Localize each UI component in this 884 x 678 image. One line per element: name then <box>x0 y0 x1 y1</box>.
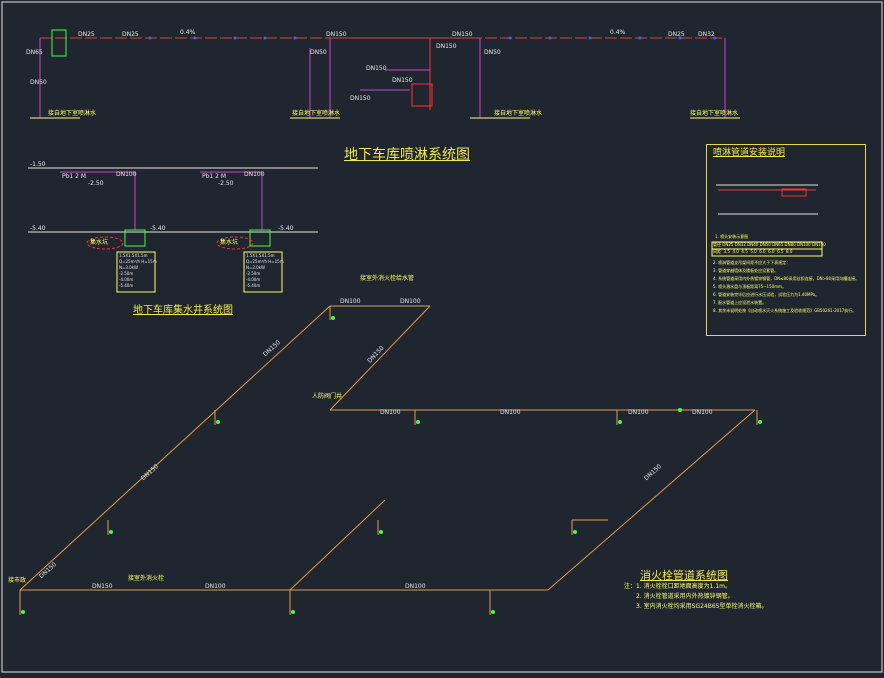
sump-system <box>28 167 318 293</box>
pipe-label: DN150 <box>350 95 371 102</box>
spec-line: -4.00m <box>119 277 134 282</box>
pipe-label: DN25 <box>668 31 685 38</box>
spec-line: N=3.0kW <box>246 265 265 270</box>
elev-label: -5.40 <box>278 225 294 232</box>
level-label: -1.50 <box>30 161 46 168</box>
pipe-label: DN100 <box>628 409 649 416</box>
install-table-row: 间距 3.5 4.0 4.5 5.0 6.0 6.0 6.5 8.0 <box>713 249 793 254</box>
pipe-label: DN100 <box>692 409 713 416</box>
pipe-label: DN150 <box>366 65 387 72</box>
elev-label: -2.50 <box>88 180 104 187</box>
hydrant-title: 消火栓管道系统图 <box>640 569 728 582</box>
spec-line: -2.50m <box>119 271 134 276</box>
install-note-line: 4. 系统管道采用内外热镀锌钢管，DN≤80采用丝扣连接，DN>80采用沟槽连接… <box>713 276 860 281</box>
sump-title: 地下车库集水井系统图 <box>133 305 233 316</box>
pipe-label: DN65 <box>26 49 43 56</box>
elev-label: -2.50 <box>218 180 234 187</box>
hydrant-note: 2. 消火栓管道采用内外热镀锌钢管。 <box>636 593 734 600</box>
slope-label: 0.4% <box>610 29 626 36</box>
pipe-label: DN50 <box>30 79 47 86</box>
pit-label: 集水坑 <box>90 239 109 246</box>
install-note-line: 8. 其余未说明处按《自动喷水灭火系统施工及验收规范》GB50261-2017执… <box>713 308 857 313</box>
hydrant-system <box>19 305 758 615</box>
pipe-label: DN150 <box>392 77 413 84</box>
pipe-label: DN150 <box>92 583 113 590</box>
install-notes-graphics <box>711 184 823 257</box>
spec-line: -5.40m <box>246 283 261 288</box>
spec-line: 1.5X1.5X1.5m <box>119 253 148 258</box>
install-note-line: 2. 喷淋管道支吊架间距不应大于下表规定： <box>713 260 791 265</box>
riser-note: 接自地下室喷淋水 <box>48 110 97 117</box>
pump-label: Pb1 2 M <box>202 173 227 180</box>
inlet-label: 接市政 <box>8 577 27 584</box>
spec-line: Q=25m³/h H=15m <box>119 259 157 264</box>
install-notes-title: 喷淋管道安装说明 <box>713 148 786 158</box>
hydrant-note: 3. 室内消火栓均采用SG24B65型单栓消火栓箱。 <box>636 603 768 610</box>
pipe-label: DN150 <box>326 31 347 38</box>
pipe-label: DN100 <box>244 171 265 178</box>
hydrant-note: 注：1. 消火栓栓口距地面高度为1.1m。 <box>624 583 732 590</box>
pipe-label: DN100 <box>205 583 226 590</box>
install-note-line: 1. 喷头安装示意图 <box>715 234 749 239</box>
pit-label: 集水坑 <box>220 239 239 246</box>
pipe-label: DN100 <box>340 298 361 305</box>
riser-note: 接自地下室喷淋水 <box>494 110 543 117</box>
pipe-label: DN100 <box>405 583 426 590</box>
install-notes-box: 喷淋管道安装说明 1. 喷头安装示意图 管径 DN25 DN32 DN40 DN… <box>706 144 866 336</box>
pipe-label: DN25 <box>122 31 139 38</box>
pipe-label: DN100 <box>500 409 521 416</box>
spec-line: Q=25m³/h H=15m <box>246 259 284 264</box>
install-note-line: 3. 管道穿越墙体及楼板处应设套管。 <box>713 268 779 273</box>
spec-line: -4.00m <box>246 277 261 282</box>
spec-line: -2.50m <box>246 271 261 276</box>
pipe-label: DN50 <box>484 49 501 56</box>
install-note-line: 5. 喷头溅水盘与顶板距离75~150mm。 <box>713 284 786 289</box>
sprinkler-system <box>30 29 740 119</box>
spec-line: N=3.0kW <box>119 265 138 270</box>
pipe-label: DN100 <box>400 298 421 305</box>
spec-line: -5.40m <box>119 283 134 288</box>
inlet-label: 接室外消火栓 <box>128 575 165 582</box>
elev-label: -5.40 <box>150 225 166 232</box>
level-label: -5.40 <box>30 225 46 232</box>
pipe-label: DN100 <box>116 171 137 178</box>
sprinkler-title: 地下车库喷淋系统图 <box>344 147 470 163</box>
pipe-label: DN100 <box>380 409 401 416</box>
pipe-label: DN50 <box>310 49 327 56</box>
install-table-header: 管径 DN25 DN32 DN40 DN50 DN65 DN80 DN100 D… <box>713 242 826 247</box>
pipe-label: DN150 <box>436 43 457 50</box>
pump-label: Pb1 2 M <box>62 173 87 180</box>
riser-note: 接自地下室喷淋水 <box>292 110 341 117</box>
install-note-line: 7. 配水管道上应设泄水装置。 <box>713 300 767 305</box>
slope-label: 0.4% <box>180 29 196 36</box>
hydrant-valves <box>21 316 762 614</box>
pipe-label: DN150 <box>452 31 473 38</box>
valve-label: 人防阀门井 <box>312 393 343 400</box>
pipe-label: DN25 <box>78 31 95 38</box>
riser-note: 接自地下室喷淋水 <box>690 110 739 117</box>
inlet-label: 接室外消火栓给水管 <box>360 275 415 282</box>
install-note-line: 6. 管道安装完毕后应进行水压试验，试验压力为1.40MPa。 <box>713 292 820 297</box>
spec-line: 1.5X1.5X1.5m <box>246 253 275 258</box>
pipe-label: DN32 <box>698 31 715 38</box>
